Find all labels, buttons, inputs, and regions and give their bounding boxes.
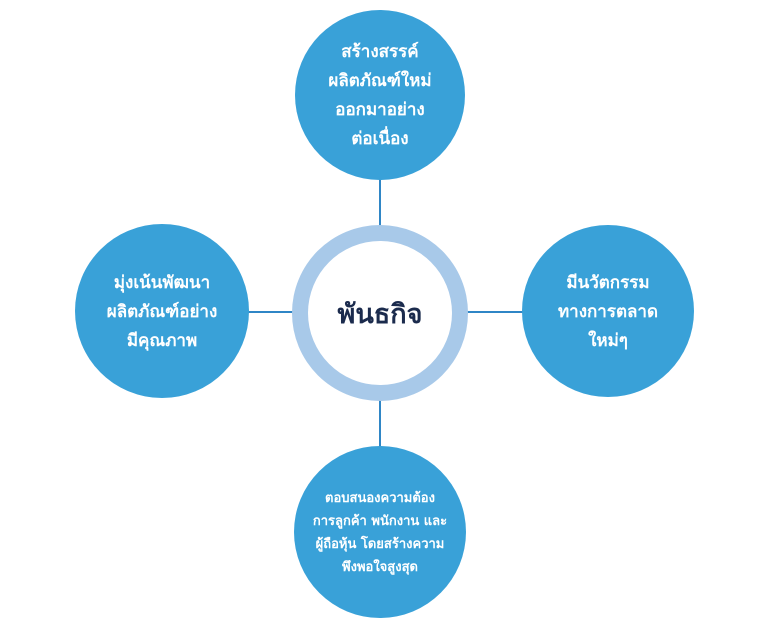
node-top-line: ออกมาอย่าง — [335, 100, 425, 120]
node-right-line: ใหม่ๆ — [588, 330, 628, 351]
node-top-line: ต่อเนื่อง — [351, 129, 409, 149]
center-node: พันธกิจ — [308, 241, 452, 385]
node-top: สร้างสรรค์ ผลิตภัณฑ์ใหม่ ออกมาอย่าง ต่อเ… — [295, 10, 465, 180]
node-left-line: มุ่งเน้นพัฒนา — [113, 272, 211, 293]
node-left-line: ผลิตภัณฑ์อย่าง — [106, 301, 218, 322]
connector-bottom — [379, 398, 381, 450]
node-bottom-line: พึงพอใจสูงสุด — [342, 560, 418, 575]
node-bottom-line: ตอบสนองความต้อง — [325, 491, 435, 506]
connector-left — [246, 311, 294, 313]
connector-top — [379, 178, 381, 228]
node-bottom: ตอบสนองความต้อง การลูกค้า พนักงาน และ ผู… — [294, 446, 466, 618]
node-left-line: มีคุณภาพ — [126, 330, 198, 351]
node-top-line: สร้างสรรค์ — [341, 42, 419, 62]
node-bottom-line: ผู้ถือหุ้น โดยสร้างความ — [315, 537, 445, 552]
center-label: พันธกิจ — [337, 298, 423, 330]
connector-right — [466, 311, 524, 313]
node-right: มีนวัตกรรม ทางการตลาด ใหม่ๆ — [522, 225, 694, 397]
node-right-line: ทางการตลาด — [557, 301, 659, 322]
node-bottom-line: การลูกค้า พนักงาน และ — [312, 514, 448, 529]
node-left: มุ่งเน้นพัฒนา ผลิตภัณฑ์อย่าง มีคุณภาพ — [75, 224, 249, 398]
node-right-line: มีนวัตกรรม — [566, 272, 650, 293]
node-top-line: ผลิตภัณฑ์ใหม่ — [328, 71, 432, 91]
